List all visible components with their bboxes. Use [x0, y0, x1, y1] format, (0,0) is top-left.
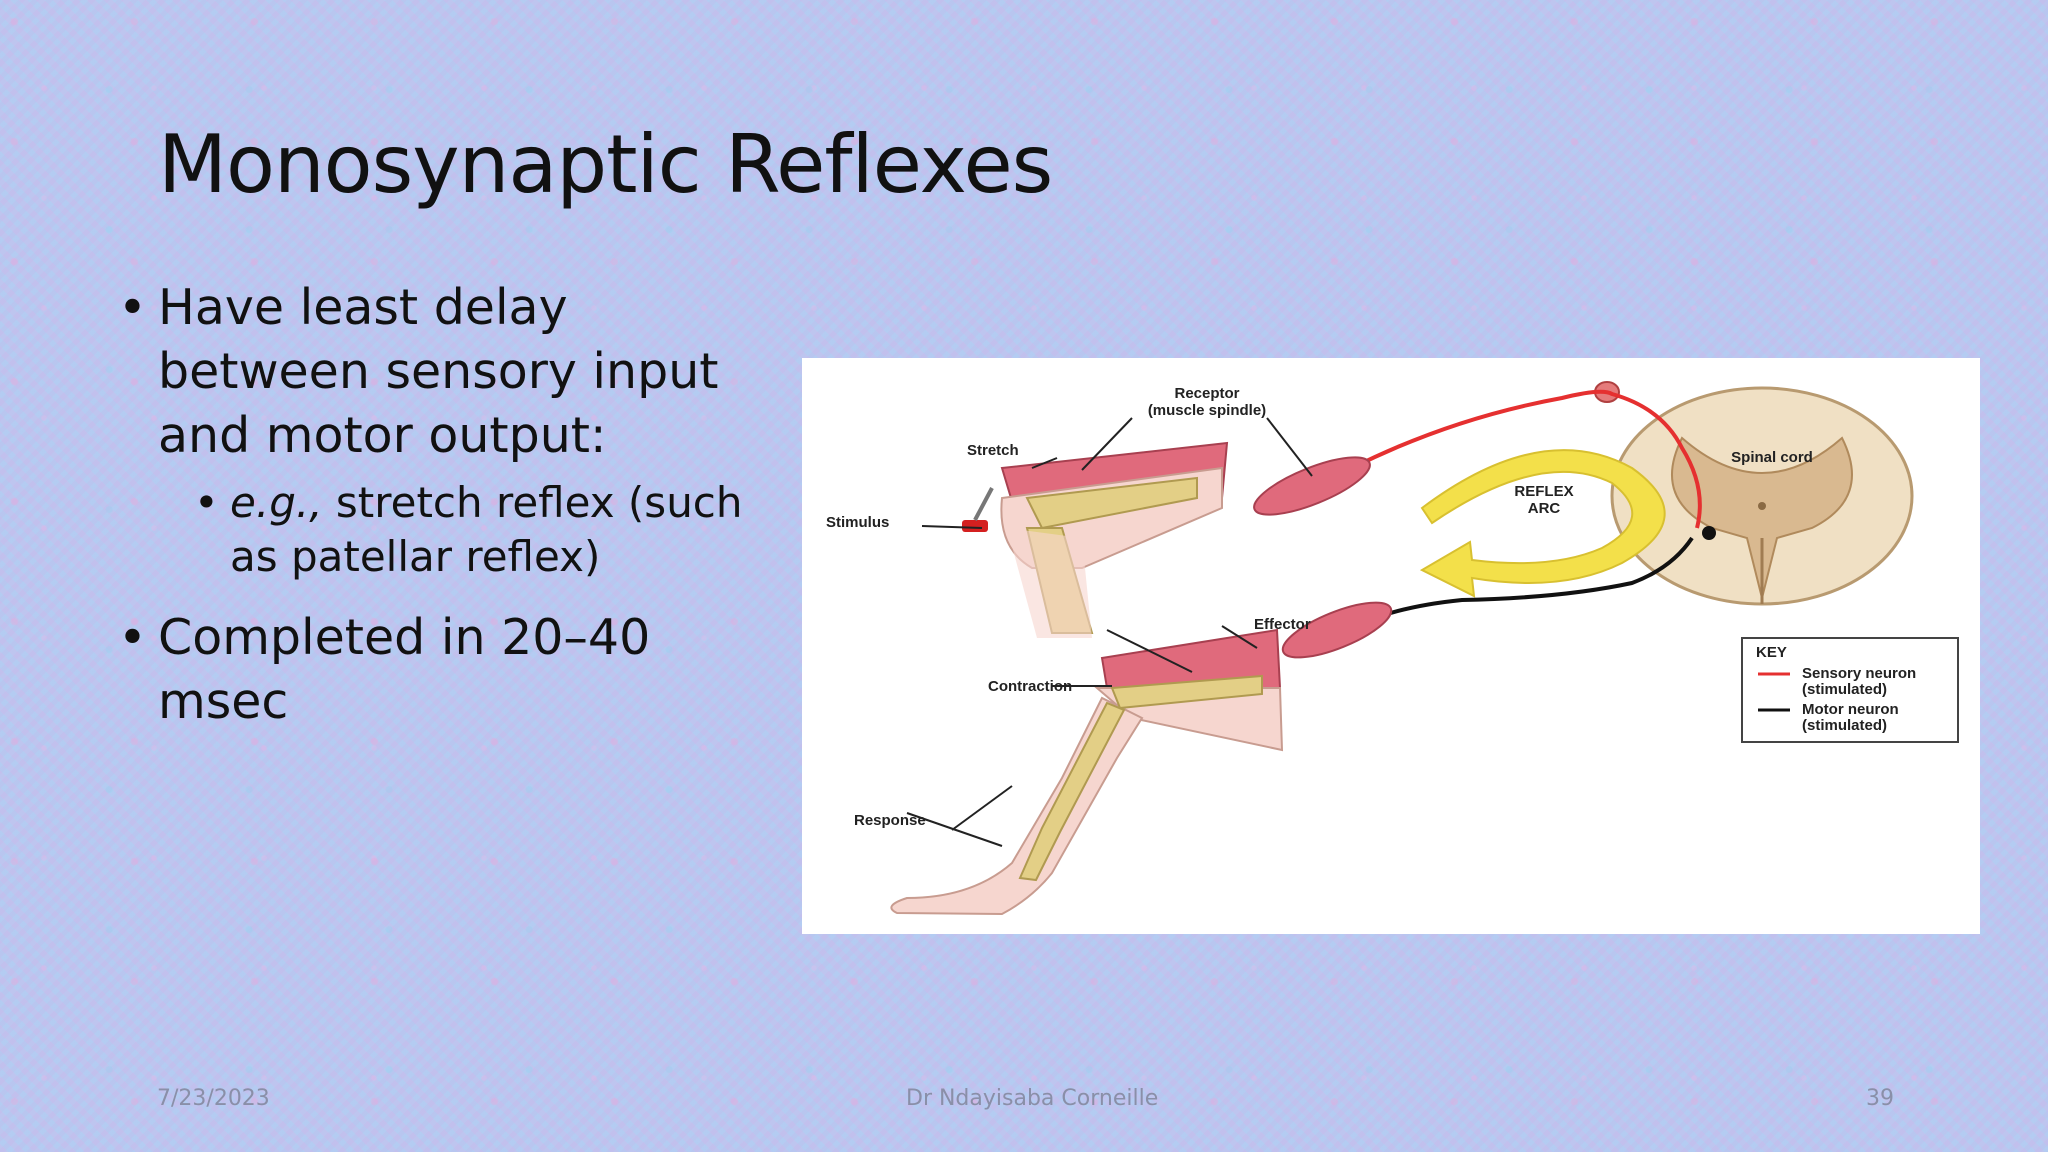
footer-author: Dr Ndayisaba Corneille: [906, 1086, 1159, 1111]
key-sensory-label: Sensory neuron: [1802, 665, 1916, 682]
lower-leg-drawing: [890, 628, 1284, 916]
sub-bullet-eg: e.g.,: [230, 478, 323, 527]
slide-title: Monosynaptic Reflexes: [158, 118, 1053, 211]
label-receptor-sub: (muscle spindle): [1148, 402, 1266, 419]
label-contraction: Contraction: [988, 678, 1072, 695]
upper-leg-drawing: [962, 441, 1229, 638]
key-heading: KEY: [1756, 644, 1787, 661]
label-effector: Effector: [1254, 616, 1311, 633]
label-stimulus: Stimulus: [826, 514, 889, 531]
motor-neuron-path: [1361, 536, 1694, 625]
label-pointers: [906, 417, 1313, 847]
sub-bullet-stretch-reflex: e.g., stretch reflex (such as patellar r…: [194, 476, 758, 584]
bullet-list: Have least delay between sensory input a…: [118, 276, 758, 742]
key-motor-label: Motor neuron: [1802, 701, 1899, 718]
footer-page-number: 39: [1866, 1086, 1894, 1111]
label-reflex-arc-sub: ARC: [1528, 500, 1561, 517]
key-sensory-sub: (stimulated): [1802, 681, 1887, 698]
reflex-arc-arrow: [1419, 449, 1666, 598]
muscle-spindle-icon: [1253, 456, 1371, 516]
spinal-cord-section: [1610, 386, 1914, 606]
sensory-neuron-path: [1351, 389, 1702, 529]
label-stretch: Stretch: [967, 442, 1019, 459]
label-reflex-arc: REFLEX: [1514, 483, 1573, 500]
effector-muscle-icon: [1281, 601, 1393, 659]
key-motor-sub: (stimulated): [1802, 717, 1887, 734]
sub-bullet-text: stretch reflex (such as patellar reflex): [230, 478, 743, 581]
reflex-arc-figure: Receptor (muscle spindle) Stretch Stimul…: [802, 358, 1980, 934]
figure-key: KEY Sensory neuron (stimulated) Motor ne…: [1741, 637, 1959, 743]
label-response: Response: [854, 812, 926, 829]
label-spinal-cord: Spinal cord: [1731, 449, 1813, 466]
footer-date: 7/23/2023: [157, 1086, 270, 1111]
label-receptor: Receptor: [1174, 385, 1239, 402]
bullet-completed-time: Completed in 20–40 msec: [118, 606, 758, 734]
bullet-least-delay: Have least delay between sensory input a…: [118, 276, 758, 468]
reflex-arc-svg: Receptor (muscle spindle) Stretch Stimul…: [826, 381, 1959, 916]
